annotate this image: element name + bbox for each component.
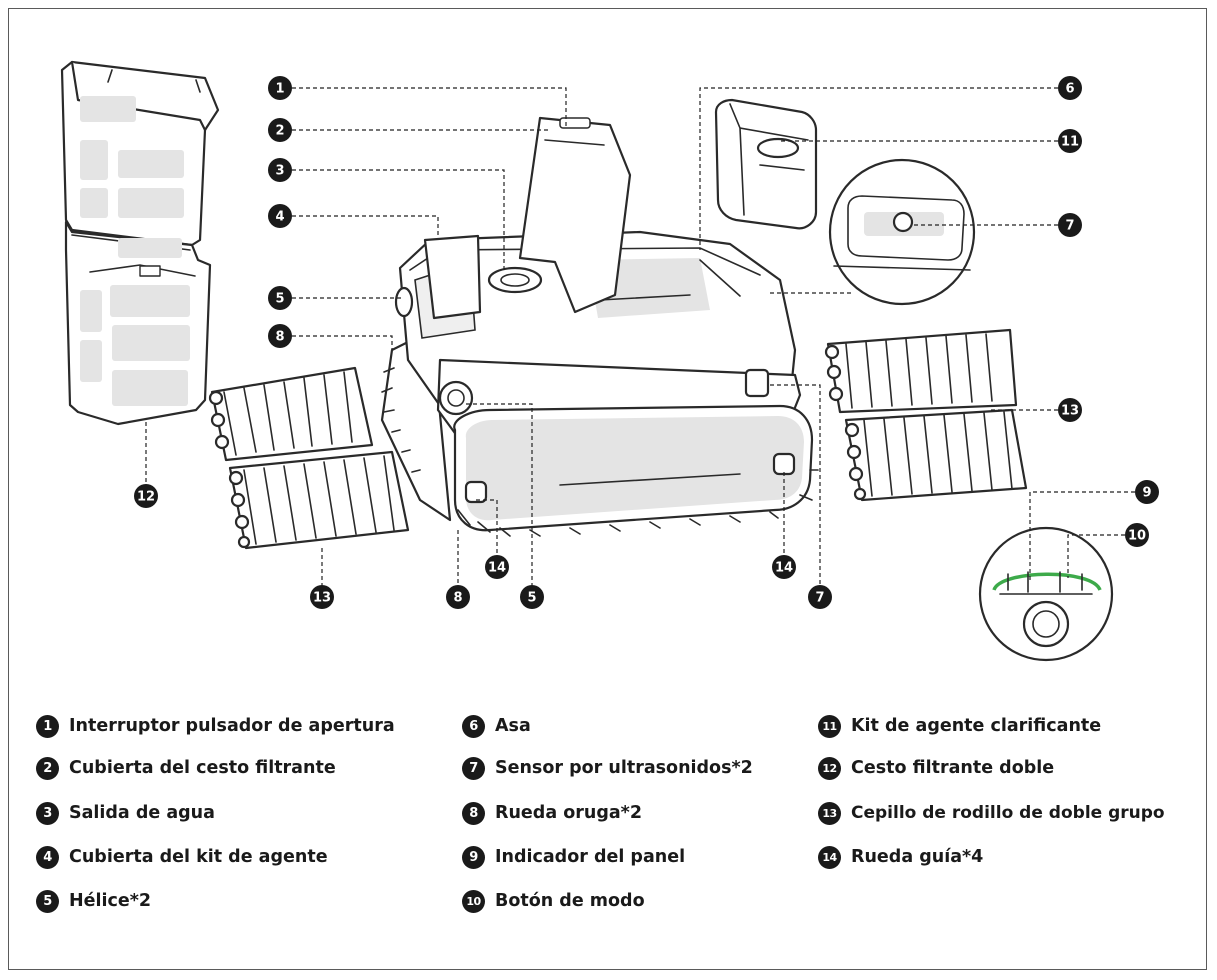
legend-item-12: 12 Cesto filtrante doble xyxy=(818,753,1054,783)
diagram-badge-13: 13 xyxy=(1058,398,1082,422)
legend-item-7: 7 Sensor por ultrasonidos*2 xyxy=(462,753,753,783)
diagram-badge-6: 6 xyxy=(1058,76,1082,100)
filter-basket-illustration xyxy=(60,60,220,426)
legend-number-12: 12 xyxy=(818,756,841,780)
diagram-badge-8: 8 xyxy=(446,585,470,609)
diagram-badge-label: 8 xyxy=(275,330,284,345)
legend-number-14: 14 xyxy=(818,845,841,869)
legend-label-3: Salida de agua xyxy=(69,803,215,823)
legend-item-3: 3 Salida de agua xyxy=(36,798,215,828)
diagram-badge-label: 3 xyxy=(275,164,284,179)
legend-number-5: 5 xyxy=(36,889,59,913)
legend-label-8: Rueda oruga*2 xyxy=(495,803,643,823)
legend-item-10: 10 Botón de modo xyxy=(462,886,645,916)
diagram-badge-label: 10 xyxy=(1128,529,1146,544)
diagram-badge-label: 7 xyxy=(815,591,824,606)
diagram-badge-7: 7 xyxy=(808,585,832,609)
diagram-badge-5: 5 xyxy=(520,585,544,609)
diagram-badge-1: 1 xyxy=(268,76,292,100)
legend-label-13: Cepillo de rodillo de doble grupo xyxy=(851,803,1165,823)
diagram-badge-12: 12 xyxy=(134,484,158,508)
legend-number-3: 3 xyxy=(36,801,59,825)
brush-illustration-left-top xyxy=(208,366,374,462)
diagram-badge-7: 7 xyxy=(1058,213,1082,237)
diagram-badge-9: 9 xyxy=(1135,480,1159,504)
diagram-badge-13: 13 xyxy=(310,585,334,609)
legend-item-1: 1 Interruptor pulsador de apertura xyxy=(36,711,395,741)
leader-lines xyxy=(145,87,1135,585)
legend-label-14: Rueda guía*4 xyxy=(851,847,984,867)
diagram-badge-label: 8 xyxy=(453,591,462,606)
panel-zoom-illustration xyxy=(978,526,1114,662)
diagram-badge-label: 9 xyxy=(1142,486,1151,501)
diagram-badge-label: 13 xyxy=(1061,404,1079,419)
legend-label-6: Asa xyxy=(495,716,531,736)
brush-illustration-right-bottom xyxy=(844,408,1028,502)
diagram-badge-label: 6 xyxy=(1065,82,1074,97)
agent-kit-illustration xyxy=(714,98,818,230)
legend-label-7: Sensor por ultrasonidos*2 xyxy=(495,758,753,778)
legend-number-11: 11 xyxy=(818,714,841,738)
diagram-badge-14: 14 xyxy=(772,555,796,579)
legend-label-4: Cubierta del kit de agente xyxy=(69,847,328,867)
diagram-badge-11: 11 xyxy=(1058,129,1082,153)
legend-number-9: 9 xyxy=(462,845,485,869)
legend-label-10: Botón de modo xyxy=(495,891,645,911)
legend-item-6: 6 Asa xyxy=(462,711,531,741)
diagram-badge-label: 14 xyxy=(488,561,506,576)
diagram-badge-8: 8 xyxy=(268,324,292,348)
legend-number-1: 1 xyxy=(36,714,59,738)
legend-item-13: 13 Cepillo de rodillo de doble grupo xyxy=(818,798,1165,828)
legend-number-4: 4 xyxy=(36,845,59,869)
legend-item-9: 9 Indicador del panel xyxy=(462,842,685,872)
legend-number-10: 10 xyxy=(462,889,485,913)
legend-item-5: 5 Hélice*2 xyxy=(36,886,151,916)
diagram-badge-10: 10 xyxy=(1125,523,1149,547)
diagram-badge-label: 11 xyxy=(1061,135,1079,150)
brush-illustration-left-bottom xyxy=(228,450,410,550)
legend-number-13: 13 xyxy=(818,801,841,825)
diagram-badge-label: 7 xyxy=(1065,219,1074,234)
legend-number-8: 8 xyxy=(462,801,485,825)
diagram-badge-label: 5 xyxy=(275,292,284,307)
legend-item-4: 4 Cubierta del kit de agente xyxy=(36,842,328,872)
legend-number-6: 6 xyxy=(462,714,485,738)
diagram-badge-2: 2 xyxy=(268,118,292,142)
sensor-zoom-illustration xyxy=(828,158,976,306)
legend-label-11: Kit de agente clarificante xyxy=(851,716,1102,736)
diagram-badge-4: 4 xyxy=(268,204,292,228)
legend-item-2: 2 Cubierta del cesto filtrante xyxy=(36,753,336,783)
legend-label-5: Hélice*2 xyxy=(69,891,152,911)
legend-label-9: Indicador del panel xyxy=(495,847,686,867)
legend-label-12: Cesto filtrante doble xyxy=(851,758,1055,778)
legend-label-2: Cubierta del cesto filtrante xyxy=(69,758,336,778)
legend-number-7: 7 xyxy=(462,756,485,780)
diagram-badge-label: 1 xyxy=(275,82,284,97)
legend-label-1: Interruptor pulsador de apertura xyxy=(69,716,395,736)
diagram-badge-label: 13 xyxy=(313,591,331,606)
diagram-badge-label: 12 xyxy=(137,490,155,505)
legend-item-11: 11 Kit de agente clarificante xyxy=(818,711,1101,741)
diagram-badge-3: 3 xyxy=(268,158,292,182)
diagram-badge-label: 4 xyxy=(275,210,284,225)
diagram-badge-label: 2 xyxy=(275,124,284,139)
legend-number-2: 2 xyxy=(36,756,59,780)
diagram-badge-label: 5 xyxy=(527,591,536,606)
diagram-badge-5: 5 xyxy=(268,286,292,310)
diagram-badge-14: 14 xyxy=(485,555,509,579)
legend-item-14: 14 Rueda guía*4 xyxy=(818,842,983,872)
brush-illustration-right-top xyxy=(824,328,1018,414)
robot-body-illustration xyxy=(380,116,819,537)
legend-item-8: 8 Rueda oruga*2 xyxy=(462,798,642,828)
diagram-badge-label: 14 xyxy=(775,561,793,576)
